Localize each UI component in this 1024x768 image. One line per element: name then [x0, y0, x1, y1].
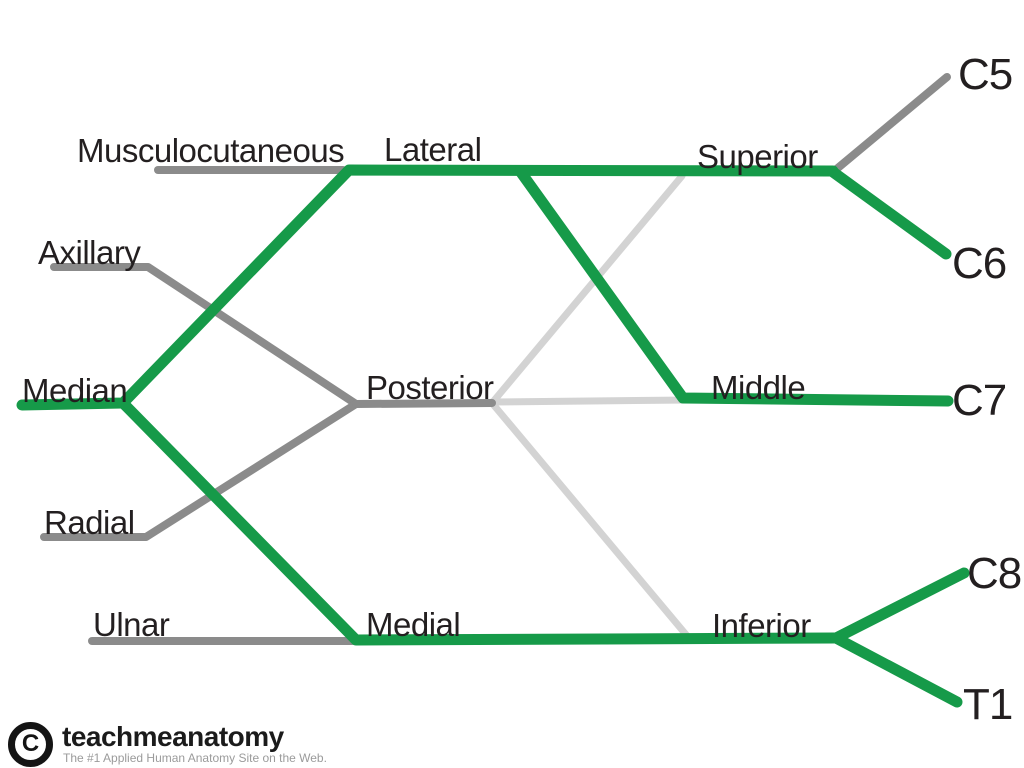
label-root-t1: T1: [963, 680, 1013, 729]
label-median: Median: [22, 372, 128, 409]
inferior-trunk-posterior-division-line: [488, 399, 692, 641]
c5-root-line: [829, 73, 951, 176]
label-middle-trunk: Middle: [711, 369, 806, 406]
t1-root-line: [830, 632, 963, 708]
superior-trunk-posterior-division-line: [488, 172, 686, 407]
label-root-c6: C6: [952, 239, 1007, 288]
lateral-cord-middle-trunk-branch-line: [514, 165, 954, 407]
label-axillary: Axillary: [38, 234, 141, 271]
label-radial: Radial: [44, 504, 135, 541]
label-musculocutaneous: Musculocutaneous: [77, 132, 345, 169]
label-lateral-cord: Lateral: [384, 131, 482, 168]
c6-root-line: [827, 166, 952, 260]
label-medial-cord: Medial: [366, 606, 461, 643]
label-root-c7: C7: [952, 376, 1007, 425]
label-root-c5: C5: [958, 50, 1013, 99]
label-inferior-trunk: Inferior: [712, 607, 811, 644]
label-posterior-cord: Posterior: [366, 369, 494, 406]
copyright-letter: C: [21, 730, 40, 757]
median-to-medial-cord-inferior-trunk-line: [117, 397, 842, 646]
radial-nerve-line: [40, 400, 360, 541]
axillary-nerve-line: [50, 263, 360, 408]
middle-trunk-posterior-division-line: [488, 396, 694, 406]
brand-name: teachmeanatomy: [62, 721, 284, 752]
copyright-logo-icon: C: [8, 722, 53, 767]
label-superior-trunk: Superior: [697, 138, 818, 175]
c8-root-line: [830, 567, 970, 644]
label-ulnar: Ulnar: [93, 606, 170, 643]
median-to-lateral-cord-superior-trunk-line: [16, 164, 839, 411]
label-root-c8: C8: [967, 549, 1022, 598]
brand-tagline: The #1 Applied Human Anatomy Site on the…: [63, 751, 327, 765]
posterior-cord-line: [352, 399, 496, 408]
